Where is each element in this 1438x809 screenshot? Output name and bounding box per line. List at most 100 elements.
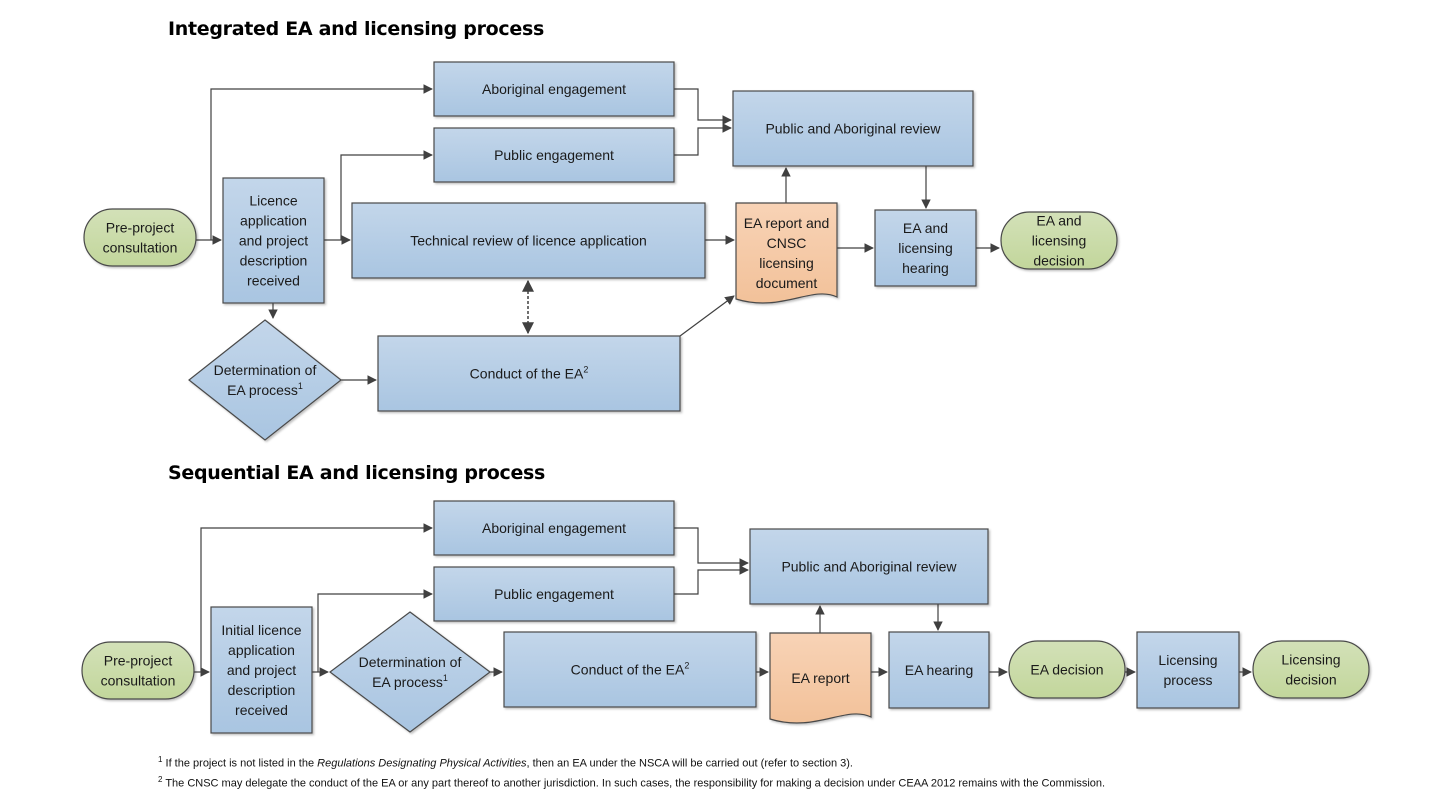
footnote-reference: 2 [583,365,588,375]
connector-arrow [674,565,749,595]
footnote-2-text: The CNSC may delegate the conduct of the… [165,777,1106,790]
terminal-shape [1008,640,1126,699]
node-layer: Pre-project consultation Licence applicatio… [81,61,1370,734]
node-i-hear: EA and licensing hearing [874,209,977,287]
node-label-line: EA report [791,670,849,686]
process-box-shape [433,127,675,183]
node-label-line: CNSC [767,235,807,251]
connector-arrow [210,84,433,240]
node-label-line: EA and [903,220,948,236]
node-s-hear: EA hearing [888,631,990,709]
sequential-process-title: Sequential EA and licensing process [168,462,546,484]
node-i-tech: Technical review of licence application [351,202,706,279]
footnote-reference: 1 [298,381,303,391]
node-label-line: licensing [1032,233,1086,249]
node-label-line: Pre-project [104,653,173,669]
process-box-shape [749,528,989,605]
process-box-shape [351,202,706,279]
document-shape [735,202,838,304]
node-label-line: Licensing [1158,652,1217,668]
node-label-line: Public engagement [494,147,614,163]
node-label-line: received [247,273,300,289]
footnote-1-text-pre: If the project is not listed in the [165,757,318,770]
connector-arrow [200,523,433,672]
footnote-2: 2 The CNSC may delegate the conduct of t… [158,772,1105,792]
footnote-1-text-post: , then an EA under the NSCA will be carr… [526,757,853,770]
node-label-line: EA hearing [905,662,974,678]
node-label-line: Aboriginal engagement [482,81,626,97]
node-label-line: received [235,702,288,718]
connector-arrow [317,589,433,672]
process-box-shape [503,631,757,708]
node-label-line: licensing [759,255,813,271]
node-label-line: application [228,642,295,658]
node-label-line: description [228,682,296,698]
connector-arrow [679,295,735,337]
node-label-line: consultation [103,240,178,256]
node-s-abo: Aboriginal engagement [433,500,675,556]
node-label-line: Conduct of the EA2 [470,365,589,382]
connector-layer [194,84,1252,677]
connector-arrow [674,88,732,125]
footnote-2-number: 2 [158,774,163,784]
decision-diamond-shape [329,611,491,733]
process-box-shape [222,177,325,304]
node-label-line: Determination of [359,654,462,670]
node-label-line: process [1163,672,1212,688]
node-s-pub: Public engagement [433,566,675,622]
node-s-lic: Initial licence application and project des… [210,606,313,734]
node-s-pre: Pre-project consultation [81,641,195,700]
footnote-1: 1 If the project is not listed in the Re… [158,752,1105,772]
node-label-line: Public and Aboriginal review [781,559,957,575]
node-label-line: hearing [902,260,949,276]
terminal-shape [83,208,197,267]
node-label-line: description [240,253,308,269]
footnote-reference: 2 [684,661,689,671]
node-i-review: Public and Aboriginal review [732,90,974,167]
node-label-line: and project [239,233,308,249]
node-s-cond: Conduct of the EA2 [503,631,757,708]
node-label-line: decision [1033,253,1084,269]
node-label-line: and project [227,662,296,678]
process-box-shape [210,606,313,734]
integrated-process-title: Integrated EA and licensing process [168,18,544,40]
node-i-abo: Aboriginal engagement [433,61,675,117]
footnote-1-regulation-title: Regulations Designating Physical Activit… [317,757,527,770]
node-label-line: licensing [898,240,952,256]
node-label-line: Licensing [1281,652,1340,668]
node-i-pre: Pre-project consultation [83,208,197,267]
terminal-shape [1000,211,1118,270]
footnote-reference: 1 [443,673,448,683]
node-label-line: Licence [249,193,297,209]
node-label-line: Public engagement [494,586,614,602]
node-label-line: decision [1285,672,1336,688]
node-label-line: document [756,275,818,291]
node-label-line: EA decision [1030,662,1103,678]
node-s-licdec: Licensing decision [1252,640,1370,699]
node-s-licproc: Licensing process [1136,631,1240,709]
node-label-line: Initial licence [221,622,301,638]
footnotes: 1 If the project is not listed in the Re… [158,752,1105,791]
node-label-line: Public and Aboriginal review [765,121,941,137]
process-box-shape [433,500,675,556]
process-box-shape [732,90,974,167]
connector-arrow [340,150,433,240]
node-label-line: Pre-project [106,220,175,236]
node-label-line: Aboriginal engagement [482,520,626,536]
process-box-shape [874,209,977,287]
terminal-shape [1252,640,1370,699]
node-label-line: EA report and [744,215,830,231]
process-box-shape [1136,631,1240,709]
terminal-shape [81,641,195,700]
node-s-review: Public and Aboriginal review [749,528,989,605]
node-label-line: consultation [101,673,176,689]
document-shape [769,632,872,724]
node-label-line: EA process1 [372,673,448,690]
node-label-line: EA process1 [227,381,303,398]
decision-diamond-shape [188,319,342,441]
node-i-cond: Conduct of the EA2 [377,335,681,412]
